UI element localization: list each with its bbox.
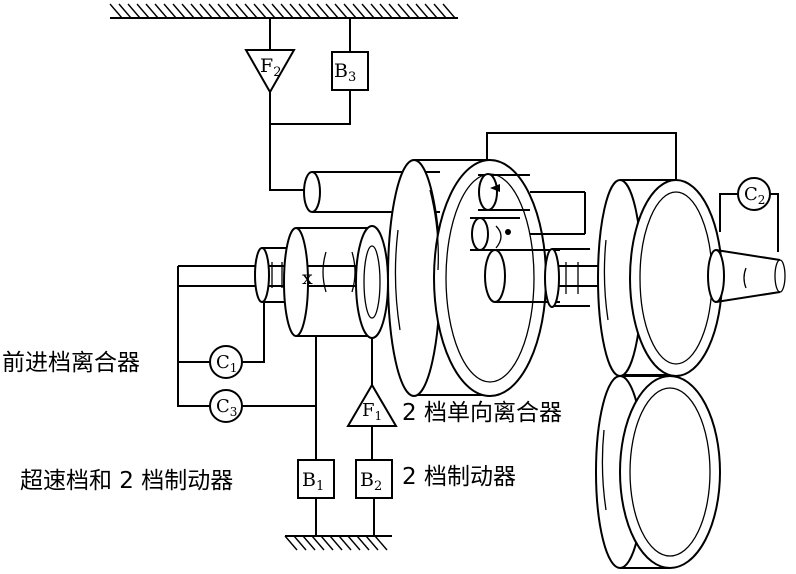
b2-letter: B — [360, 469, 374, 491]
f1-sub: 1 — [375, 409, 383, 423]
b3-brake: B3 — [331, 18, 369, 91]
svg-text:C1: C1 — [216, 352, 237, 375]
b1-letter: B — [302, 469, 316, 491]
front-ring-gear — [387, 159, 547, 397]
c2-letter: C — [744, 184, 758, 205]
b3-sub: 3 — [348, 70, 356, 85]
b3-letter: B — [334, 60, 348, 82]
bottom-ground — [284, 535, 392, 551]
label-overdrive-second-brake: 超速档和 2 档制动器 — [20, 468, 233, 494]
svg-text:C2: C2 — [744, 184, 765, 207]
f2-b3-links — [269, 90, 351, 191]
rear-ring-gear — [597, 179, 723, 377]
c1-sub: 1 — [230, 361, 238, 375]
c3-b1-drum: x — [283, 225, 389, 339]
c2-sub: 2 — [758, 193, 766, 207]
b1-b2-links — [315, 336, 373, 536]
c1-hub — [254, 247, 300, 303]
f2-letter: F — [260, 55, 273, 77]
svg-text:B2: B2 — [360, 469, 382, 494]
f1-one-way-clutch: F1 — [346, 383, 398, 460]
b1-sub: 1 — [316, 479, 324, 494]
output-shaft — [707, 249, 786, 303]
f1-letter: F — [362, 400, 375, 421]
c3-letter: C — [216, 396, 230, 417]
svg-text:F2: F2 — [260, 55, 281, 80]
carrier-bracket — [486, 132, 677, 235]
b1-brake: B1 — [297, 459, 335, 499]
b2-brake: B2 — [355, 459, 393, 536]
svg-text:C3: C3 — [216, 396, 237, 419]
svg-text:B1: B1 — [302, 469, 324, 494]
label-second-one-way-clutch: 2 档单向离合器 — [402, 400, 562, 426]
svg-text:F1: F1 — [362, 400, 382, 423]
c1-letter: C — [216, 352, 230, 373]
svg-text:B3: B3 — [334, 60, 356, 85]
b2-sub: 2 — [374, 479, 382, 494]
f2-sub: 2 — [273, 65, 281, 80]
output-drive-gear — [595, 375, 721, 569]
c1-clutch: C1 — [177, 286, 265, 379]
label-second-brake: 2 档制动器 — [402, 464, 516, 490]
x-mark: x — [302, 267, 313, 289]
label-forward-clutch: 前进档离合器 — [2, 350, 140, 376]
c3-sub: 3 — [230, 405, 238, 419]
f2-one-way-clutch: F2 — [244, 18, 296, 95]
middle-hub — [544, 248, 590, 308]
c2-clutch: C2 — [719, 177, 779, 252]
top-ground — [109, 3, 458, 19]
c3-clutch: C3 — [177, 362, 316, 423]
